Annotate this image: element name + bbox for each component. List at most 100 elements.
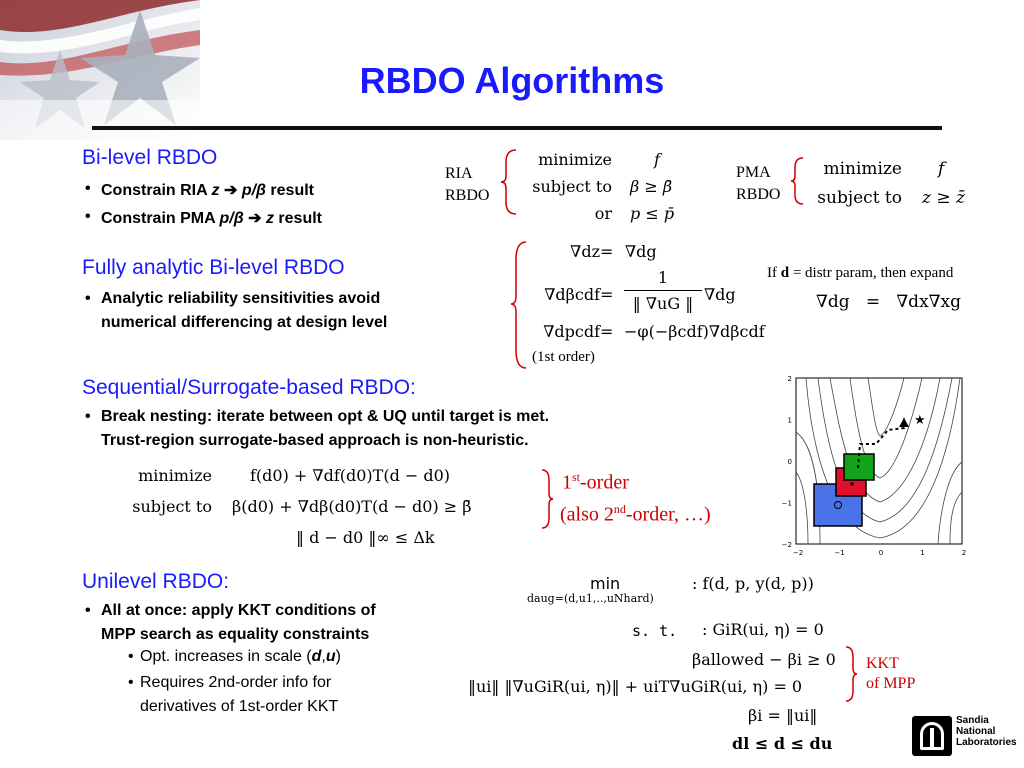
unilevel-sub-bullet-1: Opt. increases in scale (d,u): [128, 648, 341, 666]
sens-lhs-1: ∇dz: [570, 242, 600, 261]
or-word: or: [594, 204, 612, 223]
pma-keywords: minimize subject to: [810, 155, 902, 213]
pma-label-line: RBDO: [736, 186, 781, 203]
y-tick-label: −1: [782, 500, 792, 508]
sandia-logo-icon: [912, 716, 952, 756]
y-tick-label: −2: [782, 541, 792, 549]
logo-line: Laboratories: [956, 737, 1017, 748]
arrow-icon: ➔: [243, 210, 266, 227]
order-brace: [541, 469, 554, 529]
expand-note: If d = distr param, then expand: [767, 265, 953, 282]
text: ,: [321, 648, 326, 665]
x-tick-label: 0: [879, 549, 883, 557]
unilevel-heading: Unilevel RBDO:: [82, 570, 230, 593]
text: result: [265, 182, 314, 199]
first-order-note: (1st order): [532, 349, 595, 365]
bullet-line: Requires 2nd-order info for: [140, 674, 332, 691]
bullet-line: Trust-region surrogate-based approach is…: [101, 432, 529, 449]
ria-constraint-beta: β ≥ β̄: [630, 177, 673, 196]
kkt-objective: : f(d, p, y(d, p)): [692, 574, 814, 593]
kkt-min: min: [590, 574, 621, 593]
text: 1: [562, 471, 572, 494]
sbo-trust-region: ‖ d − d0 ‖∞ ≤ Δk: [296, 528, 435, 547]
d-symbol: d: [311, 648, 322, 665]
x-tick-label: −1: [834, 549, 844, 557]
pma-constraint-z: z ≥ z̄: [922, 188, 965, 208]
superscript: nd: [613, 502, 626, 516]
text: -order: [580, 471, 629, 494]
kkt-constraint-5: dl ≤ d ≤ du: [732, 734, 833, 753]
title-divider: [92, 126, 942, 130]
sbo-keywords: minimize subject to: [112, 460, 212, 522]
z-symbol: z: [211, 182, 220, 199]
pma-label: PMA RBDO: [736, 162, 780, 206]
sens-rhs-3: −φ(−βcdf)∇dβcdf: [624, 322, 765, 341]
pma-brace: [790, 157, 804, 205]
kkt-note: KKT of MPP: [866, 654, 915, 694]
ria-expressions: f β ≥ β̄ p ≤ p̄: [630, 146, 674, 227]
kkt-note-line: KKT: [866, 655, 899, 672]
sens-rhs-2: ∇dg: [704, 285, 736, 304]
kkt-brace: [845, 646, 858, 702]
kkt-min-subscript: daug=(d,u1,..,uNhard): [527, 592, 654, 605]
expand-rhs: ∇dx∇xg: [896, 292, 961, 312]
x-tick-label: −2: [793, 549, 803, 557]
eq-sign: =: [600, 322, 614, 341]
text: result: [273, 210, 322, 227]
unilevel-sub-bullet-2: Requires 2nd-order info for derivatives …: [128, 671, 339, 719]
sens-lhs-3: ∇dpcdf: [543, 322, 600, 341]
x-tick-label: 1: [920, 549, 924, 557]
bilevel-bullet-ria: Constrain RIA z ➔ p/β result: [85, 180, 314, 200]
bullet-line: MPP search as equality constraints: [101, 626, 370, 643]
minimize-word: minimize: [538, 150, 612, 169]
analytic-heading: Fully analytic Bi-level RBDO: [82, 256, 345, 279]
expand-lhs: ∇dg: [816, 292, 850, 312]
x-tick-label: 2: [962, 549, 966, 557]
kkt-note-line: of MPP: [866, 675, 916, 692]
ria-label-line: RIA: [445, 165, 473, 182]
minimize-word: minimize: [823, 159, 902, 179]
text: Opt. increases in scale (: [140, 648, 312, 665]
pma-label-line: PMA: [736, 164, 771, 181]
objective-f: f: [938, 159, 945, 179]
objective-f: f: [654, 150, 660, 169]
u-symbol: u: [325, 648, 336, 665]
sens-lhs-2: ∇dβcdf: [544, 285, 600, 304]
text: Constrain RIA: [101, 182, 212, 199]
subject-to-word: subject to: [817, 188, 902, 208]
ria-label: RIA RBDO: [445, 163, 489, 207]
bullet-line: Break nesting: iterate between opt & UQ …: [101, 408, 550, 425]
minimize-word: minimize: [138, 466, 212, 485]
y-tick-label: 0: [788, 458, 792, 466]
p-beta-symbol: p/β: [219, 210, 244, 227]
bullet-line: All at once: apply KKT conditions of: [101, 602, 376, 619]
bullet-line: Analytic reliability sensitivities avoid: [101, 290, 381, 307]
bilevel-bullet-pma: Constrain PMA p/β ➔ z result: [85, 208, 322, 228]
page-title: RBDO Algorithms: [359, 60, 665, 101]
ria-keywords: minimize subject to or: [522, 146, 612, 227]
eq-sign: =: [600, 285, 614, 304]
sandia-logo-text: Sandia National Laboratories: [956, 715, 1017, 748]
analytic-bullet: Analytic reliability sensitivities avoid…: [85, 287, 387, 335]
bilevel-heading: Bi-level RBDO: [82, 146, 218, 169]
text: Constrain PMA: [101, 210, 220, 227]
logo-line: Sandia: [956, 715, 989, 726]
text: If: [767, 265, 781, 281]
subject-to-word: subject to: [532, 177, 612, 196]
sens-frac-den: ‖ ∇uG ‖: [632, 294, 694, 313]
sens-rhs-1: ∇dg: [625, 242, 657, 261]
bullet-line: derivatives of 1st-order KKT: [140, 698, 339, 715]
order-note-1: 1st-order: [562, 470, 629, 495]
y-tick-label: 2: [788, 375, 792, 383]
ria-brace: [500, 149, 517, 215]
order-note-2: (also 2nd-order, …): [560, 502, 711, 527]
logo-line: National: [956, 726, 996, 737]
kkt-constraint-3: ‖ui‖ ‖∇uGiR(ui, η)‖ + uiT∇uGiR(ui, η) = …: [468, 677, 803, 696]
unilevel-bullet: All at once: apply KKT conditions of MPP…: [85, 599, 376, 647]
d-symbol: d: [780, 265, 790, 281]
sens-brace: [510, 241, 527, 369]
kkt-constraint-2: βallowed − βi ≥ 0: [692, 650, 836, 669]
expand-equation: ∇dg = ∇dx∇xg: [816, 292, 961, 312]
sbo-objective: f(d0) + ∇df(d0)T(d − d0): [250, 466, 451, 485]
text: ): [335, 648, 341, 665]
